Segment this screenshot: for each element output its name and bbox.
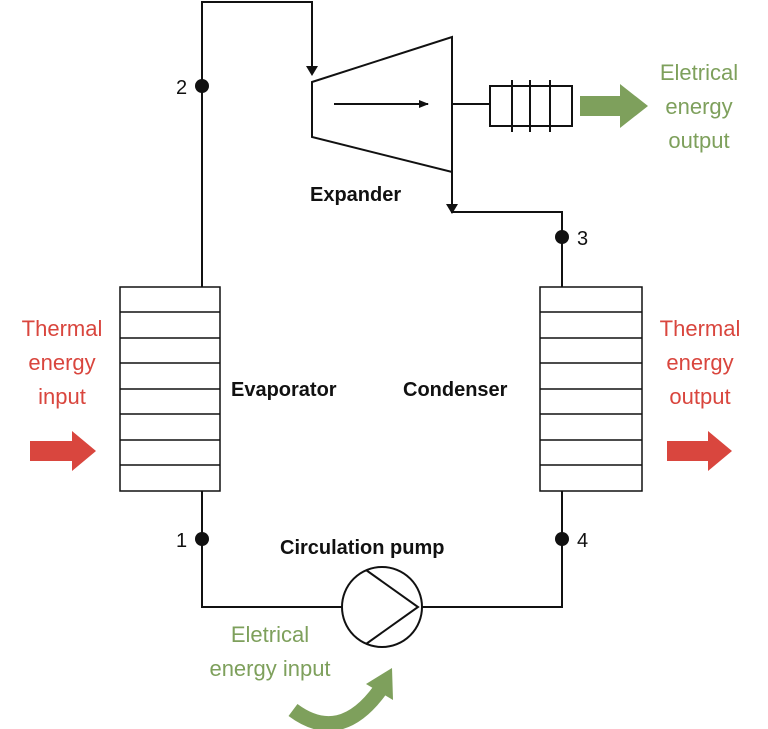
electrical-input-curved-arrow-icon	[288, 685, 387, 729]
electrical-input-arrowhead	[366, 668, 393, 700]
evaporator-label: Evaporator	[231, 379, 337, 401]
evaporator	[119, 286, 221, 492]
electrical-output-line3: output	[668, 128, 729, 153]
pipe-expander-to-condenser	[451, 172, 563, 287]
electrical-output-arrow-icon	[580, 84, 648, 128]
pump-label: Circulation pump	[280, 537, 444, 559]
outlet-arrowhead	[446, 204, 458, 214]
expander	[311, 35, 490, 174]
pipe-pump-to-evaporator	[201, 491, 342, 608]
state-point-3-dot	[555, 230, 569, 244]
electrical-output-line2: energy	[665, 94, 732, 119]
generator	[489, 80, 573, 132]
state-point-1-dot	[195, 532, 209, 546]
pipe-evaporator-to-expander	[201, 1, 313, 287]
pipe-condenser-to-pump	[422, 491, 563, 608]
thermal-output-line2: energy	[666, 350, 733, 375]
thermal-output-line1: Thermal	[660, 316, 741, 341]
thermal-input-line2: energy	[28, 350, 95, 375]
thermal-input-line3: input	[38, 384, 86, 409]
state-points	[195, 79, 569, 546]
thermal-input-arrow-icon	[30, 431, 96, 471]
expander-label: Expander	[310, 184, 401, 206]
thermal-output-arrow-icon	[667, 431, 732, 471]
state-point-4-dot	[555, 532, 569, 546]
electrical-output-line1: Eletrical	[660, 60, 738, 85]
inlet-arrowhead	[306, 66, 318, 76]
state-point-2-dot	[195, 79, 209, 93]
electrical-input-group: Eletrical energy input	[209, 622, 393, 729]
condenser-label: Condenser	[403, 379, 508, 401]
state-point-1-label: 1	[176, 530, 187, 552]
state-point-4-label: 4	[577, 530, 588, 552]
thermal-input-group: Thermal energy input	[22, 316, 103, 471]
condenser	[539, 286, 643, 492]
state-point-2-label: 2	[176, 77, 187, 99]
thermal-input-line1: Thermal	[22, 316, 103, 341]
electrical-input-line2: energy input	[209, 656, 330, 681]
thermal-output-group: Thermal energy output	[660, 316, 741, 471]
pipes	[201, 1, 563, 608]
thermal-output-line3: output	[669, 384, 730, 409]
electrical-output-group: Eletrical energy output	[580, 60, 738, 153]
state-point-3-label: 3	[577, 228, 588, 250]
electrical-input-line1: Eletrical	[231, 622, 309, 647]
circulation-pump	[341, 566, 423, 648]
